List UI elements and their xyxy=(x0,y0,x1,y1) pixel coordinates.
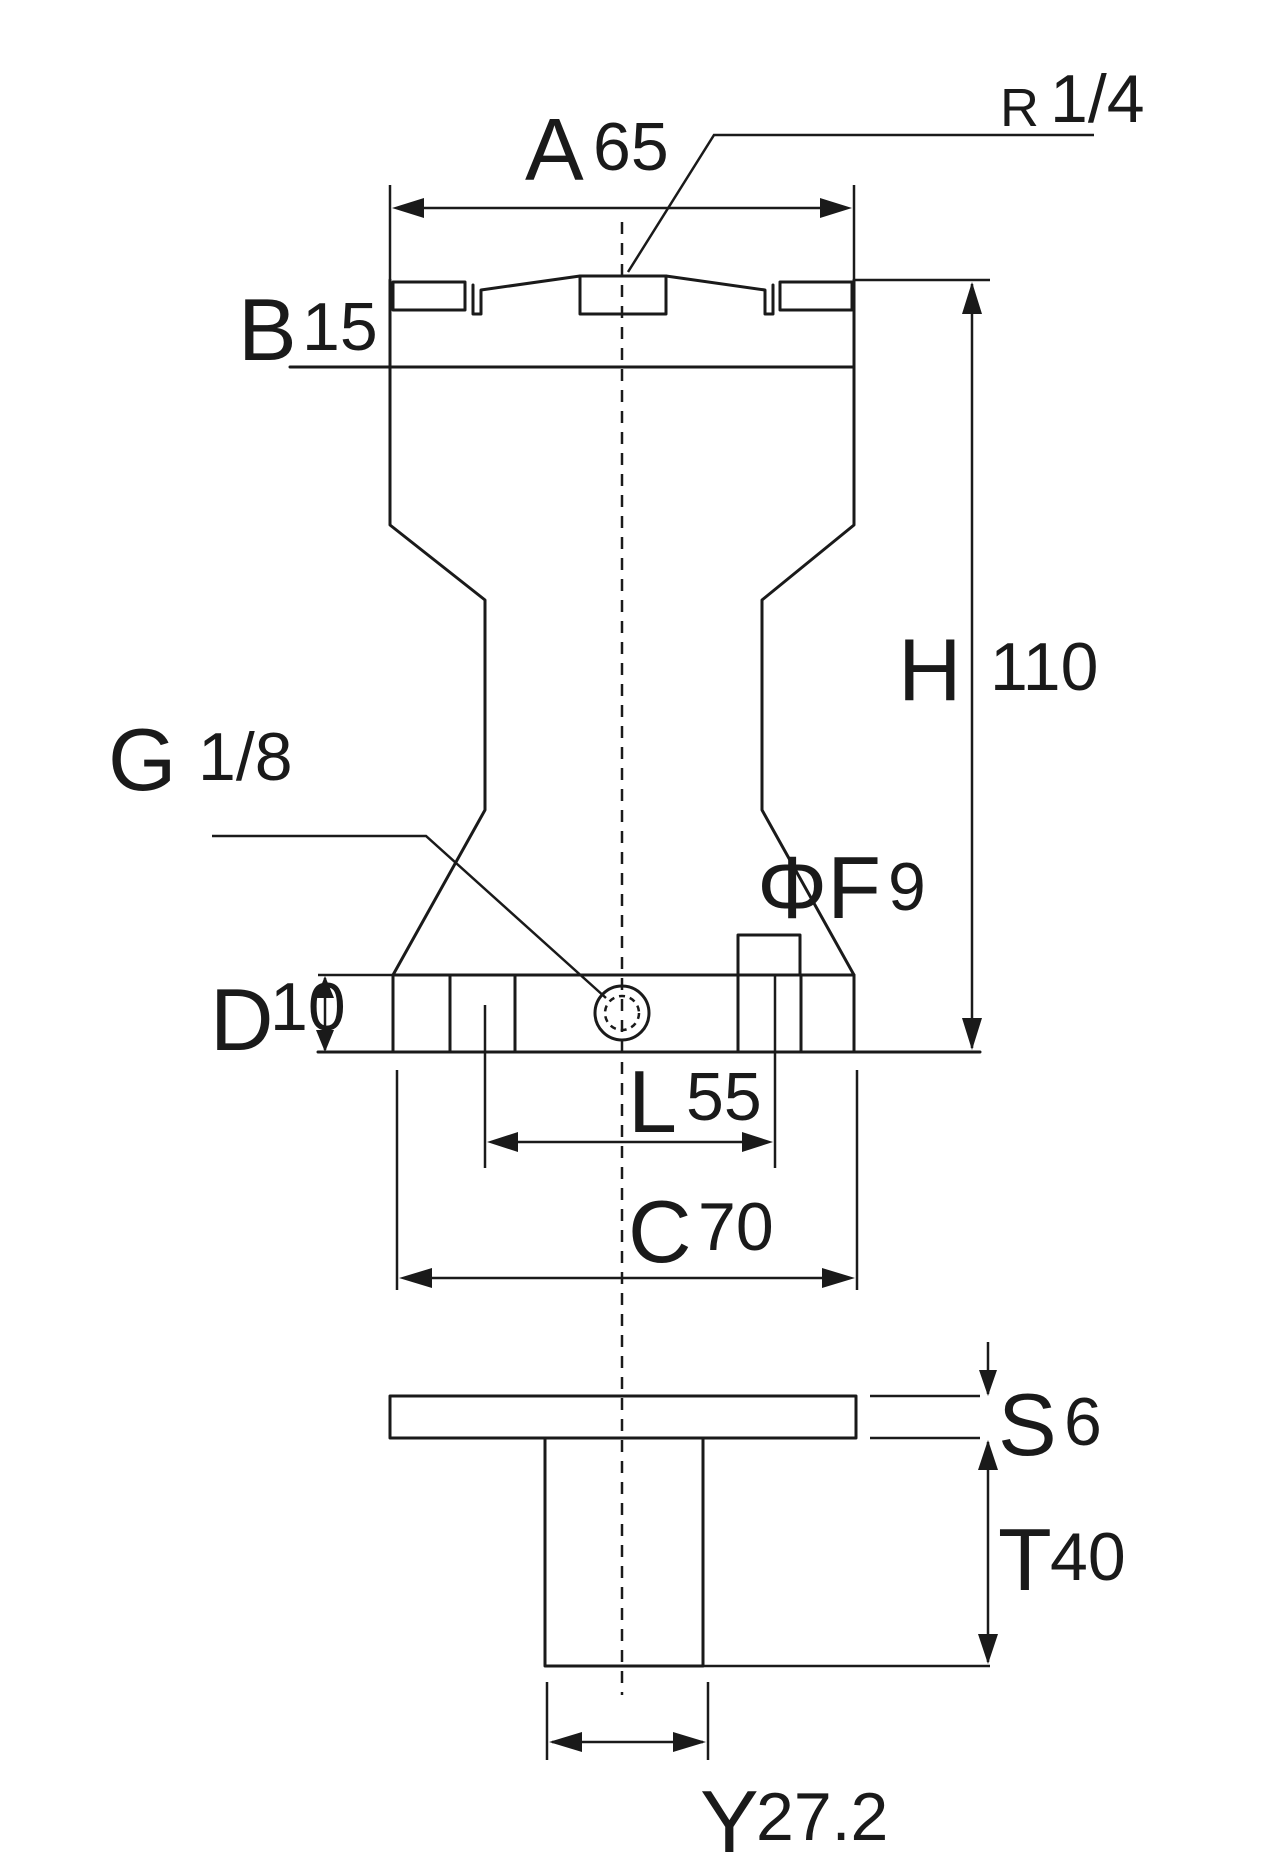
label-C-value: 70 xyxy=(698,1189,774,1265)
label-Y-value: 27.2 xyxy=(756,1779,888,1855)
label-F-value: 9 xyxy=(888,849,926,925)
dim-Y xyxy=(545,1682,710,1760)
label-T-letter: T xyxy=(998,1510,1052,1609)
label-H-value: 110 xyxy=(990,629,1098,705)
dim-S xyxy=(979,1342,997,1396)
label-G-value: 1/8 xyxy=(198,719,293,795)
label-Y-letter: Y xyxy=(700,1772,759,1860)
lower-part xyxy=(388,1394,990,1668)
label-L-value: 55 xyxy=(686,1059,762,1135)
label-S-letter: S xyxy=(998,1375,1057,1474)
label-H-letter: H xyxy=(898,620,962,719)
label-B-letter: B xyxy=(238,280,297,379)
dim-L xyxy=(483,975,777,1168)
label-D-letter: D xyxy=(210,970,274,1069)
label-R-letter: R xyxy=(1000,78,1039,138)
dim-H xyxy=(962,282,982,1050)
label-D-value: 10 xyxy=(270,969,346,1045)
leader-R xyxy=(626,133,1094,273)
label-A-letter: A xyxy=(525,100,584,199)
leader-G xyxy=(212,834,607,999)
label-S-value: 6 xyxy=(1064,1384,1102,1460)
label-R-value: 1/4 xyxy=(1050,61,1145,137)
dim-C xyxy=(395,1070,859,1290)
dim-D xyxy=(316,976,334,1052)
label-T-value: 40 xyxy=(1050,1519,1126,1595)
dim-T xyxy=(978,1440,998,1664)
label-C-letter: C xyxy=(628,1182,692,1281)
label-L-letter: L xyxy=(628,1052,677,1151)
label-A-value: 65 xyxy=(593,109,669,185)
dim-A xyxy=(388,185,856,280)
base-flange xyxy=(316,933,982,1054)
upper-body xyxy=(288,274,856,977)
label-G-letter: G xyxy=(108,710,176,809)
label-F-letter: ΦF xyxy=(757,838,881,937)
label-B-value: 15 xyxy=(302,289,378,365)
